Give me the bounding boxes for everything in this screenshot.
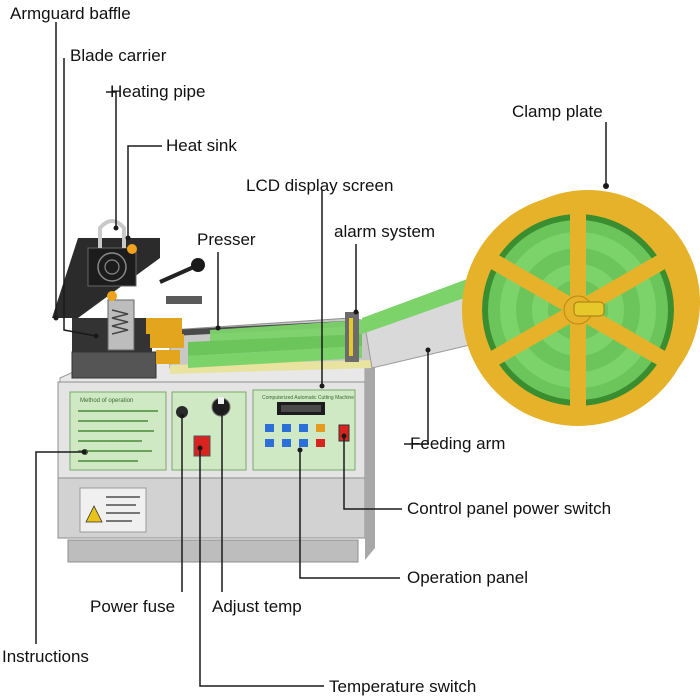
leader-instructions xyxy=(35,451,84,644)
ribbon-reel xyxy=(462,190,700,426)
control-title: Computerized Automatic Cutting Machine xyxy=(262,395,354,401)
label-blade-carrier: Blade carrier xyxy=(70,46,167,65)
leader-operation-panel xyxy=(299,450,400,579)
cutting-head xyxy=(52,219,205,379)
label-alarm-system: alarm system xyxy=(334,222,436,241)
feeding-arm-and-ribbon xyxy=(188,278,471,369)
temperature-panel xyxy=(171,391,247,471)
leader-control-panel-power-switch xyxy=(343,436,402,510)
label-heating-pipe: Heating pipe xyxy=(110,82,206,101)
label-clamp-plate: Clamp plate xyxy=(512,102,603,121)
leader-heating-pipe xyxy=(106,91,117,228)
warning-label xyxy=(79,487,147,533)
label-operation-panel: Operation panel xyxy=(407,568,528,587)
leader-blade-carrier xyxy=(63,58,97,337)
method-title: Method of operation xyxy=(80,398,133,404)
temperature-rocker-switch xyxy=(193,435,211,457)
operation-panel-graphic: Computerized Automatic Cutting Machine xyxy=(252,389,356,471)
label-instructions: Instructions xyxy=(2,647,89,666)
label-lcd-display-screen: LCD display screen xyxy=(246,176,394,195)
label-heat-sink: Heat sink xyxy=(166,136,237,155)
instruction-panel: Method of operation xyxy=(69,391,167,471)
label-temperature-switch: Temperature switch xyxy=(329,677,477,696)
label-feeding-arm: Feeding arm xyxy=(410,434,506,453)
leader-feeding-arm xyxy=(404,350,429,445)
callout-lines xyxy=(35,22,607,687)
label-armguard-baffle: Armguard baffle xyxy=(10,4,131,23)
heat-sink-fan xyxy=(87,247,137,287)
callout-dots xyxy=(53,183,609,455)
heating-pipe-loop xyxy=(98,219,126,248)
label-adjust-temp: Adjust temp xyxy=(212,597,302,616)
leader-heat-sink xyxy=(127,145,162,238)
label-power-fuse: Power fuse xyxy=(90,597,176,616)
leader-temperature-switch xyxy=(199,448,324,687)
power-fuse-cap xyxy=(176,406,188,418)
label-presser: Presser xyxy=(197,230,256,249)
label-control-panel-power-switch: Control panel power switch xyxy=(407,499,612,518)
